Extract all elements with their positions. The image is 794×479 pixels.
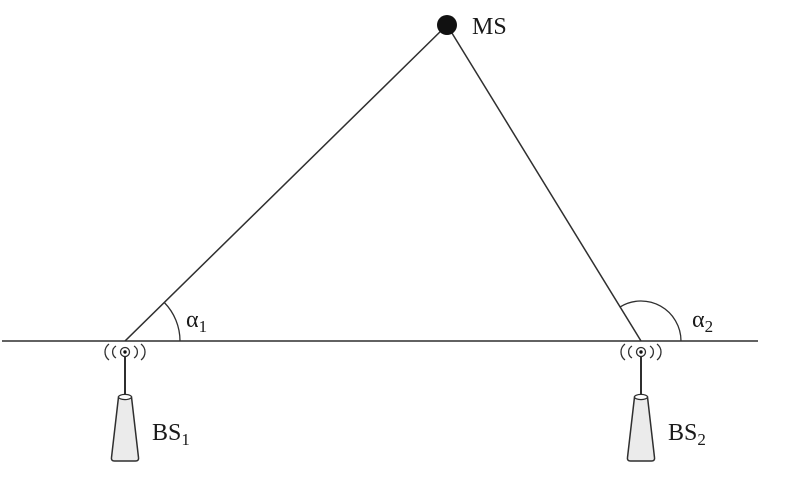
antenna-base-cap <box>117 393 133 401</box>
angle-arc-alpha2 <box>619 300 682 342</box>
bs1-ms-line <box>124 24 448 342</box>
bs1-antenna-icon <box>104 343 146 462</box>
antenna-wave-icon <box>112 345 117 359</box>
ms-node <box>437 15 457 35</box>
bs2-ms-line <box>446 24 642 342</box>
alpha1-label: α1 <box>186 307 207 336</box>
antenna-tip-dot <box>123 350 127 354</box>
ms-label: MS <box>472 14 507 40</box>
antenna-tip-dot <box>639 350 643 354</box>
antenna-wave-icon <box>133 345 138 359</box>
antenna-wave-icon <box>628 345 633 359</box>
antenna-wave-icon <box>104 343 110 361</box>
antenna-wave-icon <box>656 343 662 361</box>
angle-arc-alpha1 <box>163 302 181 342</box>
alpha2-label: α2 <box>692 307 713 336</box>
antenna-base <box>110 396 140 462</box>
bs2-label: BS2 <box>668 420 706 449</box>
antenna-base-cap <box>633 393 649 401</box>
antenna-wave-icon <box>649 345 654 359</box>
antenna-wave-icon <box>620 343 626 361</box>
bs2-antenna-icon <box>620 343 662 462</box>
antenna-wave-icon <box>140 343 146 361</box>
antenna-base <box>626 396 656 462</box>
bs1-label: BS1 <box>152 420 190 449</box>
